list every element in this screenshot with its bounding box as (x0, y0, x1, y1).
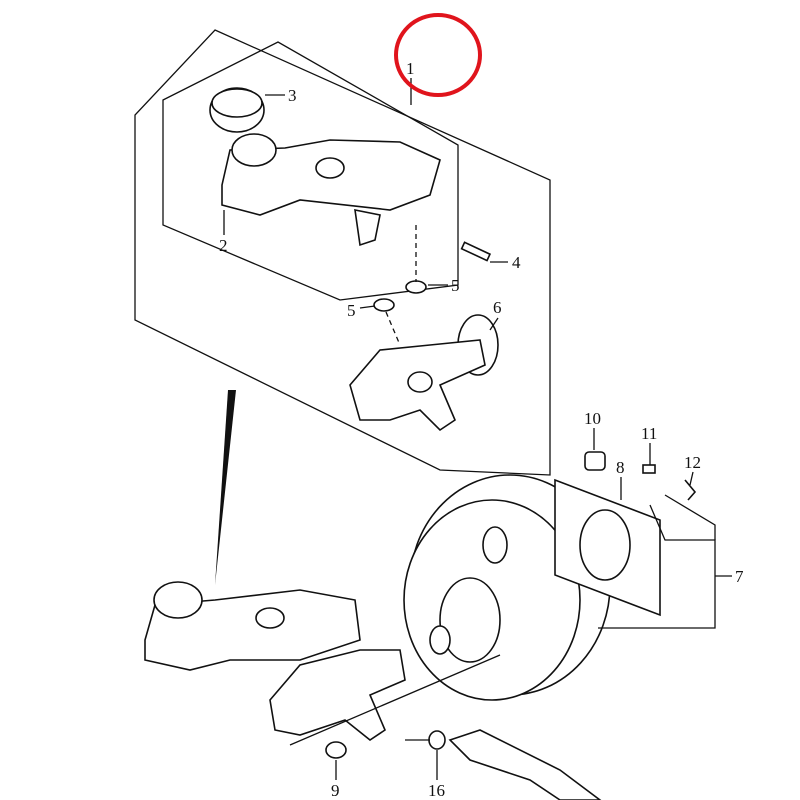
assembled-master-cylinder[interactable] (144, 581, 406, 741)
reservoir-box-inner (162, 41, 459, 301)
callout-8[interactable]: 8 (616, 458, 625, 477)
highlight-circle (394, 13, 482, 97)
callout-9[interactable]: 9 (331, 781, 340, 800)
callout-6[interactable]: 6 (493, 298, 502, 317)
assembly-arrow (215, 390, 236, 585)
pin-part[interactable] (460, 241, 492, 262)
vacuum-hose-part[interactable] (448, 729, 602, 800)
seal-part-b[interactable] (373, 298, 395, 312)
clip-part-12[interactable] (684, 479, 697, 501)
callout-16[interactable]: 16 (428, 781, 445, 800)
master-cylinder-part[interactable] (349, 339, 486, 432)
guide-line (385, 311, 401, 346)
callout-1[interactable]: 1 (406, 59, 415, 78)
gasket-part[interactable] (554, 478, 661, 617)
nut-part-10[interactable] (584, 451, 606, 471)
callout-12[interactable]: 12 (684, 453, 701, 472)
callout-5a[interactable]: 5 (451, 276, 460, 295)
reservoir-part[interactable] (221, 133, 441, 247)
callout-10[interactable]: 10 (584, 409, 601, 428)
callout-5b[interactable]: 5 (347, 301, 356, 320)
seal-part-a[interactable] (405, 280, 427, 294)
callout-7[interactable]: 7 (735, 567, 744, 586)
reservoir-cap-part[interactable] (209, 87, 265, 133)
nut-part-9[interactable] (325, 741, 347, 759)
callout-2[interactable]: 2 (219, 236, 228, 255)
bolt-part-11[interactable] (642, 464, 656, 474)
callout-3[interactable]: 3 (288, 86, 297, 105)
clamp-part-16[interactable] (428, 730, 446, 750)
callout-4[interactable]: 4 (512, 253, 521, 272)
callout-11[interactable]: 11 (641, 424, 657, 443)
assembly-box-outer (134, 29, 551, 476)
leader-lines (223, 78, 732, 780)
